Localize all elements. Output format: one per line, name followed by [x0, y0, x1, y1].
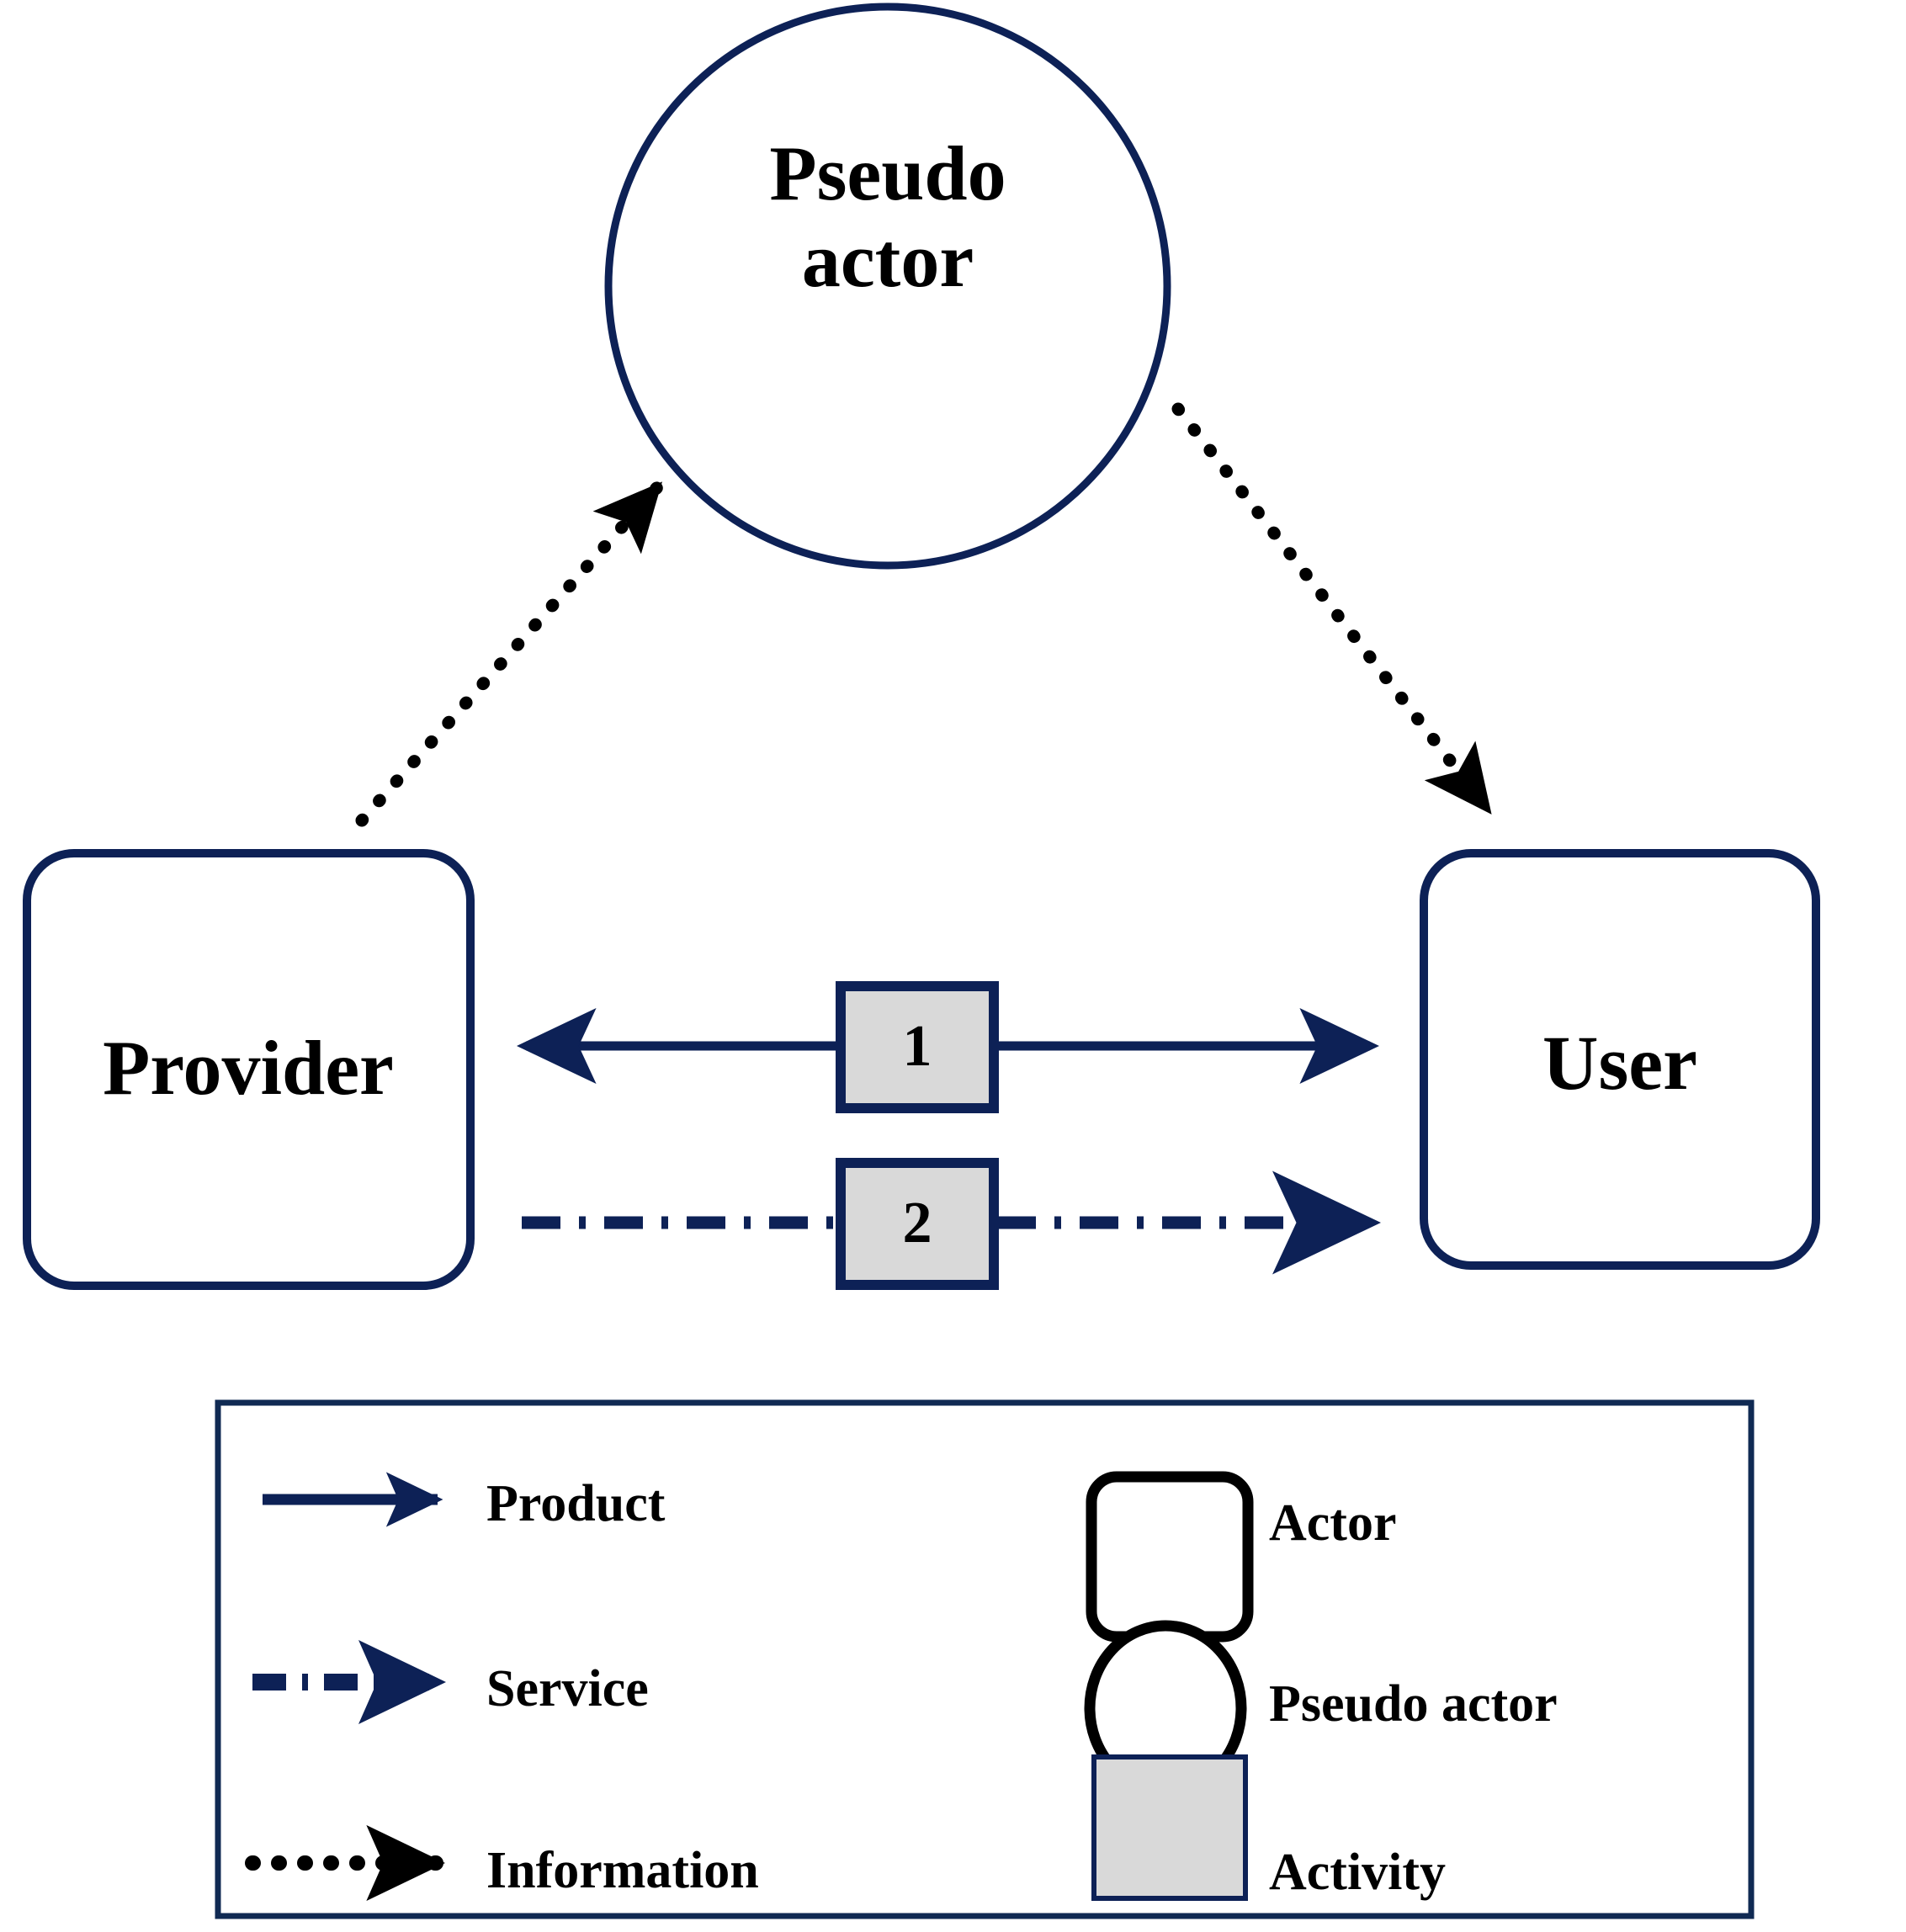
pseudo-actor-circle	[604, 3, 1171, 570]
information-flow-pseudo-to-user-arrow	[1171, 402, 1495, 816]
activity-box-2	[836, 1158, 999, 1290]
legend-actor-shape-icon	[1086, 1471, 1254, 1643]
provider-box	[23, 849, 475, 1290]
user-box	[1420, 849, 1820, 1270]
legend-box	[215, 1399, 1755, 1919]
activity-box-1	[836, 981, 999, 1113]
legend-activity-shape-icon	[1091, 1754, 1248, 1901]
information-flow-provider-to-pseudo-arrow	[355, 480, 665, 827]
